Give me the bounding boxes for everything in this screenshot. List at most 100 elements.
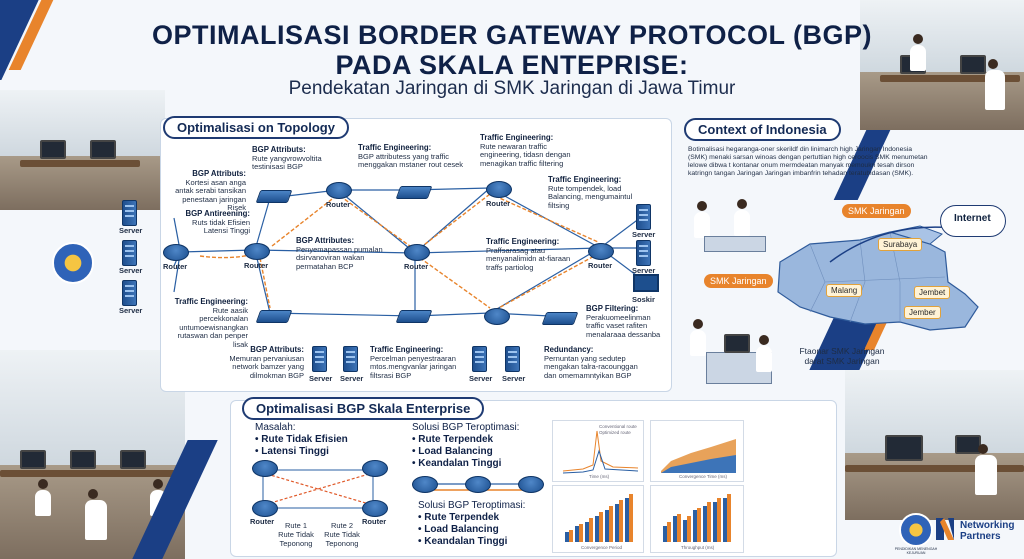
chart-x-label: Time (ms): [589, 474, 610, 479]
router-icon: [362, 500, 388, 517]
server-label: Server: [632, 266, 656, 275]
workstation-icon: [633, 274, 659, 292]
switch-icon: [395, 186, 433, 199]
router-label: Router: [326, 200, 351, 209]
topology-section-title: Optimalisasi on Topology: [163, 116, 349, 139]
solusi1-block: Solusi BGP Teroptimasi: • Rute Terpendek…: [412, 422, 552, 470]
switch-icon: [541, 312, 579, 325]
router-icon: [465, 476, 491, 493]
masalah-title: Masalah:: [255, 422, 296, 433]
page-title: OPTIMALISASI BORDER GATEWAY PROTOCOL (BG…: [151, 20, 873, 80]
server-label: Server: [309, 374, 333, 383]
router-label: Router: [163, 262, 188, 271]
networking-partners-brand: Networking Partners: [960, 520, 1015, 542]
topology-note: BGP Attributs:Memuran pervaniusan networ…: [229, 345, 304, 380]
topology-note: BGP Attributs:Kortesi asan anga antak se…: [175, 169, 246, 212]
router-icon: [326, 182, 352, 199]
switch-icon: [255, 310, 293, 323]
chart-x-label: Throughput (ms): [681, 545, 715, 550]
server-icon: [312, 346, 327, 372]
classroom-photo-top-left: [0, 90, 165, 210]
line-chart-convergence: Conventional route Optimized route Time …: [552, 420, 644, 482]
topology-note: Traffic Engineering:Praffsarasag atau me…: [486, 237, 571, 272]
lab-desk-illustration: [704, 236, 766, 252]
city-label-jembet: Jembet: [914, 286, 951, 299]
server-icon: [122, 280, 137, 306]
router-icon: [163, 244, 189, 261]
bar-chart-throughput: Convergence Period: [552, 485, 644, 553]
seal-caption: PENDIDIKAN MENENGAH KEJURUAN: [894, 547, 938, 555]
server-icon: [472, 346, 487, 372]
solusi1-title: Solusi BGP Teroptimasi:: [412, 422, 520, 433]
chart-legend-item: Optimized route: [599, 430, 631, 435]
school-seal-footer: [899, 513, 933, 547]
context-description: Botimalisasi hegaranga-oner skerildf din…: [688, 146, 928, 177]
server-icon: [505, 346, 520, 372]
router-icon: [362, 460, 388, 477]
context-caption: Ftaonar SMK Jaringan darat SMK Jaringan: [799, 346, 885, 366]
router-icon: [404, 244, 430, 261]
router-icon: [244, 243, 270, 260]
solusi2-title: Solusi BGP Teroptimasi:: [418, 500, 526, 511]
server-label: Server: [340, 374, 364, 383]
router-icon: [518, 476, 544, 493]
student-illustration: [690, 319, 706, 356]
server-icon: [122, 200, 137, 226]
students-photo-bottom-left: [0, 350, 185, 559]
router-icon: [412, 476, 438, 493]
router-icon: [486, 181, 512, 198]
student-illustration: [756, 335, 772, 372]
east-java-map: [777, 225, 979, 331]
rute1-label: Rute 1 Rute Tidak Teponong: [278, 521, 314, 548]
area-chart-throughput: Convergence Time (ms): [650, 420, 744, 482]
topology-note: BGP Attributes:Penyemapassan pumalan dsi…: [296, 236, 383, 271]
topology-note: BGP Antireening:Ruts tidak Efisien Laten…: [185, 209, 250, 235]
server-icon: [636, 204, 651, 230]
server-label: Server: [502, 374, 526, 383]
bar-chart-throughput-2: Throughput (ms): [650, 485, 744, 553]
page-subtitle: Pendekatan Jaringan di SMK Jaringan di J…: [288, 78, 736, 99]
router-icon: [588, 243, 614, 260]
solusi2-item: • Load Balancing: [418, 524, 499, 535]
enterprise-section-title: Optimalisasi BGP Skala Enterprise: [242, 397, 485, 420]
student-illustration: [734, 199, 750, 236]
solusi2-block: Solusi BGP Teroptimasi: • Rute Terpendek…: [418, 500, 558, 548]
networking-partners-logo-icon: [934, 516, 956, 542]
internet-cloud-icon: [940, 205, 1006, 237]
server-label: Server: [469, 374, 493, 383]
router-icon: [252, 500, 278, 517]
topology-note: Traffic Engineering:Percelman penyestraa…: [370, 345, 457, 380]
server-label: Server: [632, 230, 656, 239]
solusi1-item: • Rute Terpendek: [412, 434, 494, 445]
router-icon: [252, 460, 278, 477]
topology-note: Redundancy:Pernuntan yang sedutep mengak…: [544, 345, 638, 380]
topology-note: BGP Filtering:Perakuomeelinman traffic v…: [586, 304, 661, 339]
solusi2-item: • Keandalan Tinggi: [418, 536, 508, 547]
router-label: Router: [588, 261, 613, 270]
topology-note: BGP Attributs:Rute yangvrowvoltita testi…: [252, 145, 322, 171]
masalah-item: • Latensi Tinggi: [255, 446, 329, 457]
soskir-label: Soskir: [632, 295, 655, 304]
topology-note: Traffic Engineering:Rute newaran traffic…: [480, 133, 571, 168]
server-label: Server: [119, 266, 143, 275]
server-label: Server: [119, 226, 143, 235]
city-label-malang: Malang: [826, 284, 863, 297]
context-section-title: Context of Indonesia: [684, 118, 841, 141]
school-seal-left: [52, 242, 94, 284]
router-label: Router: [486, 199, 511, 208]
topology-note: Traffic Engineering:BGP attributess yang…: [358, 143, 464, 169]
server-label: Server: [119, 306, 143, 315]
server-icon: [636, 240, 651, 266]
server-icon: [122, 240, 137, 266]
switch-icon: [395, 310, 433, 323]
router-label: Router: [362, 517, 387, 526]
chart-x-label: Convergence Time (ms): [679, 474, 728, 479]
solusi2-item: • Rute Terpendek: [418, 512, 500, 523]
monitor-icon: [724, 334, 750, 353]
smk-callout: SMK Jaringan: [704, 274, 773, 288]
switch-icon: [255, 190, 293, 203]
student-illustration: [694, 201, 710, 238]
topology-note: Traffic Engineering:Rute aasik percekkon…: [174, 297, 248, 349]
router-icon: [484, 308, 510, 325]
router-label: Router: [250, 517, 275, 526]
